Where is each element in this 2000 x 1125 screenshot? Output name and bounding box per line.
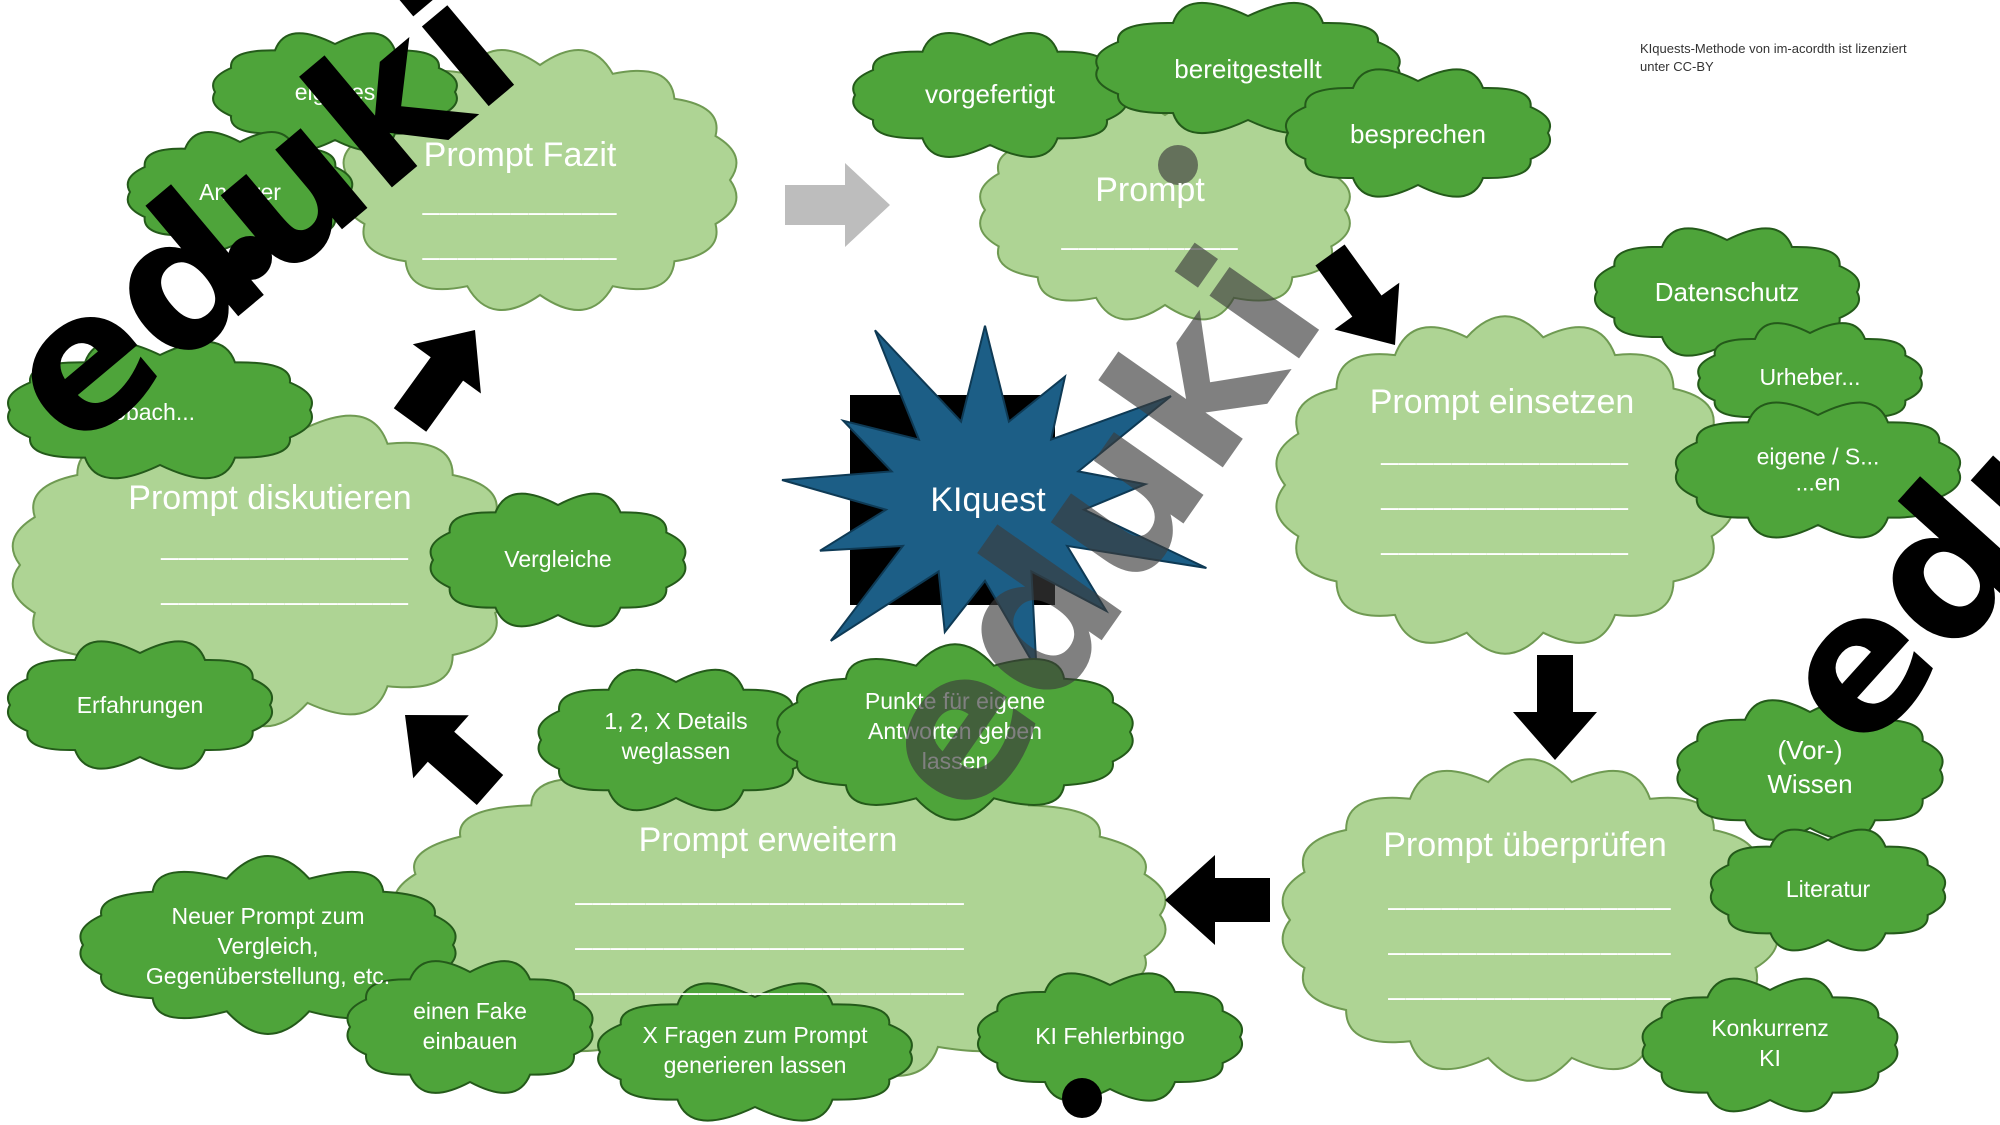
cloud-erweitern-line-3: ______________________ <box>575 963 965 996</box>
arrow-prompt-to-einsetzen <box>1315 244 1400 345</box>
bubble-cloud-bingo <box>976 972 1244 1102</box>
bubble-vorwissen-line-1: (Vor-) <box>1777 735 1843 766</box>
bubble-konkurrenz-line-2: KI <box>1759 1045 1781 1071</box>
bubble-urheber: Urheber... <box>1759 364 1861 391</box>
cloud-einsetzen-line-1: ______________ <box>1381 433 1629 466</box>
bubble-fragen-line-2: generieren lassen <box>663 1052 847 1078</box>
cloud-einsetzen-title: Prompt einsetzen <box>1369 382 1635 421</box>
bubble-punkte-line-3: lassen <box>921 747 989 774</box>
bubble-neuer-line-1: Neuer Prompt zum <box>171 903 365 930</box>
bubble-bereitgestellt: bereitgestellt <box>1174 54 1322 85</box>
bubble-details-line-2: weglassen <box>621 738 731 764</box>
arrow-diskutieren-to-fazit <box>393 330 481 432</box>
bubble-punkte-line-1: Punkte für eigene <box>864 688 1046 715</box>
license-credit: KIquests-Methode von im-acordth ist lize… <box>1640 40 1940 76</box>
bubble-konkurrenz-line-1: Konkurrenz <box>1711 1015 1829 1042</box>
bubble-cloud-erfahrungen <box>6 640 274 770</box>
bubble-cloud-anderer <box>126 131 354 253</box>
bubble-neuer-prompt: Neuer Prompt zum Vergleich, Gegenüberste… <box>146 902 390 992</box>
bubble-fragen-line-1: X Fragen zum Prompt <box>642 1022 868 1049</box>
bubble-details-line-1: 1, 2, X Details <box>604 708 748 735</box>
license-line-2: unter CC-BY <box>1640 59 1714 75</box>
cloud-diskutieren-title: Prompt diskutieren <box>128 478 412 517</box>
bubble-vorgefertigt: vorgefertigt <box>924 79 1056 110</box>
cloud-prompt-title: Prompt <box>1095 170 1205 209</box>
bubble-neuer-line-3: Gegenüberstellung, etc. <box>145 962 391 989</box>
watermark-dot-bottom <box>1062 1078 1102 1118</box>
bubble-vorwissen-line-2: Wissen <box>1767 769 1853 799</box>
bubble-cloud-vorwissen <box>1676 699 1944 841</box>
arrow-ueberpruefen-to-erweitern <box>1165 855 1270 945</box>
cloud-diskutieren-line-1: ______________ <box>161 528 409 561</box>
bubble-fragen: X Fragen zum Prompt generieren lassen <box>643 1021 868 1081</box>
cloud-erweitern-title: Prompt erweitern <box>638 820 898 859</box>
bubble-eigenes: eigenes <box>294 79 376 106</box>
cloud-ueberpruefen-line-1: ________________ <box>1388 878 1672 911</box>
bubble-fake-line-1: einen Fake <box>413 998 527 1025</box>
bubble-besprechen: besprechen <box>1350 119 1486 150</box>
arrow-einsetzen-to-ueberpruefen <box>1513 655 1597 760</box>
bubble-cloud-beobach <box>7 340 313 480</box>
bubble-cloud-fragen <box>597 982 913 1122</box>
bubble-cloud-besprechen <box>1284 68 1552 198</box>
bubble-eigene-line-1: eigene / S... <box>1756 443 1880 470</box>
bubble-fake-line-2: einbauen <box>422 1028 518 1054</box>
bubble-bingo: KI Fehlerbingo <box>1035 1023 1185 1050</box>
arrow-fazit-to-prompt <box>785 163 890 247</box>
watermark-dot-left <box>228 236 272 280</box>
bubble-punkte-line-2: Antworten geben <box>868 718 1042 745</box>
bubble-vergleiche: Vergleiche <box>504 546 612 573</box>
watermark-dot-center <box>1158 145 1198 185</box>
cloud-erweitern-line-1: ______________________ <box>575 873 965 906</box>
bubble-neuer-line-2: Vergleich, <box>217 933 319 960</box>
bubble-eigene: eigene / S... ...en <box>1757 444 1880 497</box>
cloud-ueberpruefen-title: Prompt überprüfen <box>1383 825 1667 864</box>
cloud-fazit-line-2: ___________ <box>422 228 618 261</box>
license-line-1: KIquests-Methode von im-acordth ist lize… <box>1640 41 1907 56</box>
bubble-cloud-fake <box>346 960 594 1094</box>
cloud-einsetzen-line-2: ______________ <box>1381 478 1629 511</box>
bubble-cloud-konkurrenz <box>1641 977 1899 1113</box>
bubble-datenschutz: Datenschutz <box>1654 277 1800 308</box>
bubble-anderer: Anderer <box>199 179 281 206</box>
main-cloud-einsetzen <box>1275 315 1735 655</box>
bubble-cloud-punkte <box>776 643 1134 821</box>
bubble-beobach: Beobach... <box>85 399 195 426</box>
bubble-cloud-eigenes <box>212 32 458 152</box>
cloud-einsetzen-line-3: ______________ <box>1381 523 1629 556</box>
cloud-erweitern-line-2: ______________________ <box>575 918 965 951</box>
cloud-ueberpruefen-line-3: ________________ <box>1388 968 1672 1001</box>
center-kiquest-label: KIquest <box>930 480 1046 519</box>
bubble-literatur: Literatur <box>1785 876 1871 903</box>
bubble-cloud-eigene <box>1674 401 1962 539</box>
cloud-diskutieren-line-2: ______________ <box>161 573 409 606</box>
bubble-eigene-line-2: ...en <box>1795 470 1841 496</box>
bubble-cloud-literatur <box>1709 828 1947 952</box>
main-cloud-diskutieren <box>11 402 519 728</box>
center-star <box>781 325 1207 670</box>
bubble-cloud-details <box>537 668 815 812</box>
bubble-cloud-vorgefertigt <box>852 32 1128 158</box>
cloud-fazit-line-1: ___________ <box>422 183 618 216</box>
bubble-erfahrungen: Erfahrungen <box>76 692 204 719</box>
arrow-erweitern-to-diskutieren <box>405 715 504 805</box>
bubble-cloud-vergleiche <box>429 492 687 628</box>
bubble-punkte: Punkte für eigene Antworten geben lassen <box>865 687 1045 777</box>
bubble-details: 1, 2, X Details weglassen <box>604 707 747 767</box>
bubble-konkurrenz: Konkurrenz KI <box>1711 1014 1829 1074</box>
cloud-fazit-title: Prompt Fazit <box>423 135 617 174</box>
bubble-vorwissen: (Vor-) Wissen <box>1767 734 1852 802</box>
cloud-prompt-lines: __________ <box>1061 218 1239 251</box>
cloud-ueberpruefen-line-2: ________________ <box>1388 923 1672 956</box>
bubble-fake: einen Fake einbauen <box>413 997 527 1057</box>
